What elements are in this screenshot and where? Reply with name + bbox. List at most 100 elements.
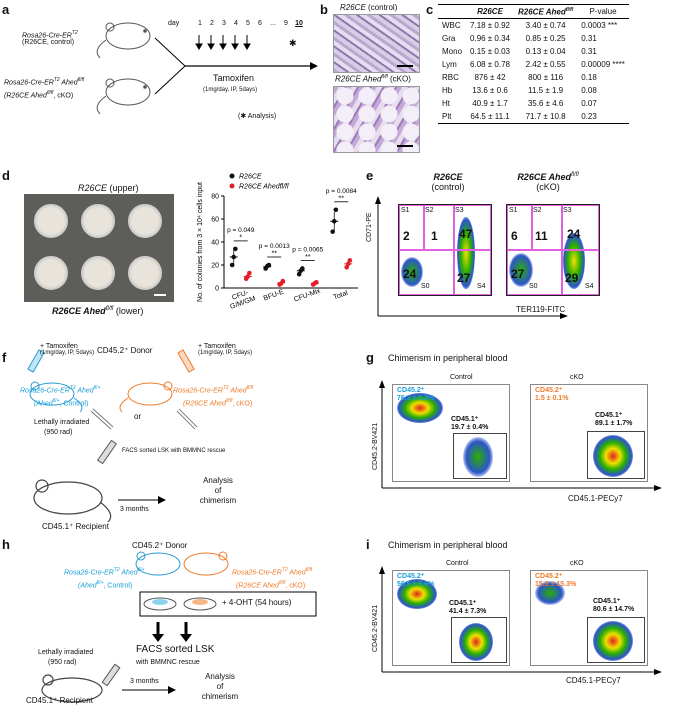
- flow-e-yaxis: CD71-PE: [366, 212, 373, 242]
- flow-g-xaxis: CD45.1-PECy7: [568, 494, 623, 503]
- flow-g-axes: [379, 380, 662, 491]
- chimerism-title-i: Chimerism in peripheral blood: [388, 540, 508, 550]
- strain-cko-label-h: Rosa26-Cre-ERT2 Ahedfl/fl (R26CE Ahedfl/…: [232, 567, 313, 590]
- legend-label: R26CE Ahedfl/fl: [239, 184, 289, 191]
- mouse1-label: Rosa26-Cre-ERT2 (R26CE, control): [22, 30, 78, 47]
- dish: [81, 256, 115, 290]
- strain-control-label-h: Rosa26-Cre-ERT2 Ahedfl/+ (Ahedfl/+, Cont…: [64, 567, 145, 590]
- gate-s1-value: 2: [403, 229, 410, 243]
- bone-icon: [176, 408, 198, 430]
- panel-label-c: c: [426, 2, 434, 17]
- significance-stars: **: [272, 251, 278, 258]
- gate-s4-value: 29: [565, 271, 579, 285]
- flow-plot-i-cko: CD45.2⁺ 15.3 ± 15.3% CD45.1⁺ 80.6 ± 14.7…: [530, 570, 648, 666]
- col-control-g: Control: [450, 374, 473, 381]
- strain-control-label: Rosa26-Cre-ERT2 Ahedfl/+ (Ahedfl/+, Cont…: [20, 385, 101, 408]
- y-tick-label: 0: [215, 286, 219, 293]
- gate-s2-value: 1: [431, 229, 438, 243]
- histology-control-image: [333, 14, 420, 73]
- bone-icon: [90, 408, 114, 430]
- gate-s1-value: 6: [511, 229, 518, 243]
- donor-label-h: CD45.2⁺ Donor: [132, 541, 188, 550]
- dish: [34, 204, 68, 238]
- months-label: 3 months: [120, 506, 149, 513]
- col-cko-i: cKO: [570, 560, 584, 567]
- mouse-icon-donor-control: [135, 551, 181, 576]
- data-point: [300, 266, 305, 271]
- gate-s0-value: 27: [511, 267, 525, 281]
- histo-bottom-title: R26CE Ahedfl/fl (cKO): [335, 74, 411, 84]
- legend-label: R26CE: [239, 174, 262, 181]
- flow-plot-g-cko: CD45.2⁺ 1.5 ± 0.1% CD45.1⁺ 89.1 ± 1.7%: [530, 384, 648, 482]
- recipient-label: CD45.1⁺ Recipient: [42, 522, 109, 531]
- or-text: or: [134, 412, 142, 421]
- tamoxifen-label: Tamoxifen: [213, 73, 255, 83]
- flow-plot-e-cko: S1 S2 S3 S0 S4 6 11 24 27 29: [506, 204, 600, 296]
- data-point: [330, 229, 335, 234]
- p-value-label: p = 0.0084: [326, 188, 357, 195]
- flow-e-axes: [375, 196, 568, 319]
- flow-i-axes: [379, 566, 662, 675]
- rescue-label-h: with BMMNC rescue: [136, 659, 200, 666]
- significance-stars: **: [305, 254, 311, 261]
- y-tick-label: 60: [211, 217, 219, 224]
- panel-label-d: d: [2, 168, 10, 183]
- recipient-label-h: CD45.1⁺ Recipient: [26, 696, 93, 705]
- syringe-icon-transplant: [101, 663, 121, 687]
- dish: [128, 256, 162, 290]
- legend-marker: [229, 173, 235, 179]
- mouse-icon-recipient: [41, 674, 103, 703]
- data-point: [333, 207, 339, 213]
- colony-chart: 0 20 40 60 80 No. of colonies from 3 × 10⁴ ce…: [197, 173, 358, 311]
- colony-lower-caption: R26CE Ahedfl/fl (lower): [52, 306, 144, 316]
- months-label-h: 3 months: [130, 678, 159, 685]
- flow-i-xaxis: CD45.1-PECy7: [566, 676, 621, 685]
- gate-s3-value: 24: [567, 227, 581, 241]
- dish: [128, 204, 162, 238]
- tamoxifen-dose: (1mg/day, IP, 5days): [203, 87, 258, 93]
- analysis-note: (✱ Analysis): [238, 113, 277, 120]
- y-axis-label: No. of colonies from 3 × 10⁴ cells input: [197, 182, 204, 302]
- col-header-r26ce: R26CE: [466, 4, 514, 19]
- p-value-label: p = 0.0065: [292, 246, 323, 253]
- panel-label-h: h: [2, 537, 10, 552]
- p-value-label: p = 0.0013: [259, 243, 290, 250]
- syringe-icon-left: [27, 349, 45, 373]
- colony-upper-caption: R26CE (upper): [78, 183, 139, 193]
- legend-marker: [229, 183, 235, 189]
- irradiation-label-h: Lethally irradiated(950 rad): [38, 649, 94, 666]
- x-tick-label: BFU-E: [263, 289, 285, 303]
- panel-label-i: i: [366, 537, 370, 552]
- panel-label-b: b: [320, 2, 328, 17]
- x-tick-label: CFU-G/M/GM: [227, 288, 257, 311]
- col-header-pvalue: P-value: [577, 4, 629, 19]
- flow-e-title-cko: R26CE Ahedfl/fl(cKO): [517, 172, 579, 192]
- y-tick-label: 40: [211, 240, 219, 247]
- gate-s3-value: 47: [459, 227, 473, 241]
- panel-a-schematic: [96, 22, 318, 115]
- y-tick-label: 20: [211, 263, 219, 270]
- col-header-cko: R26CE Ahedfl/fl: [514, 4, 578, 19]
- donor-label: CD45.2⁺ Donor: [97, 346, 153, 355]
- sorted-label: FACS sorted LSK with BMMNC rescue: [122, 448, 226, 454]
- strain-cko-label: Rosa26-Cre-ERT2 Ahedfl/fl (R26CE Ahedfl/…: [173, 385, 254, 408]
- data-point: [233, 246, 238, 252]
- mouse-icon-donor-cko: [183, 551, 229, 576]
- mouse-icon-donor-cko: [119, 381, 173, 413]
- days-list: 1 2 3 4 5 6 ... 9 10: [198, 20, 303, 27]
- data-point: [229, 262, 235, 268]
- dish: [81, 204, 115, 238]
- injection-arrows: [195, 35, 251, 50]
- flow-e-title-control: R26CE(control): [431, 172, 465, 192]
- y-tick-label: 80: [211, 194, 219, 201]
- mouse-icon-cko: [96, 78, 151, 115]
